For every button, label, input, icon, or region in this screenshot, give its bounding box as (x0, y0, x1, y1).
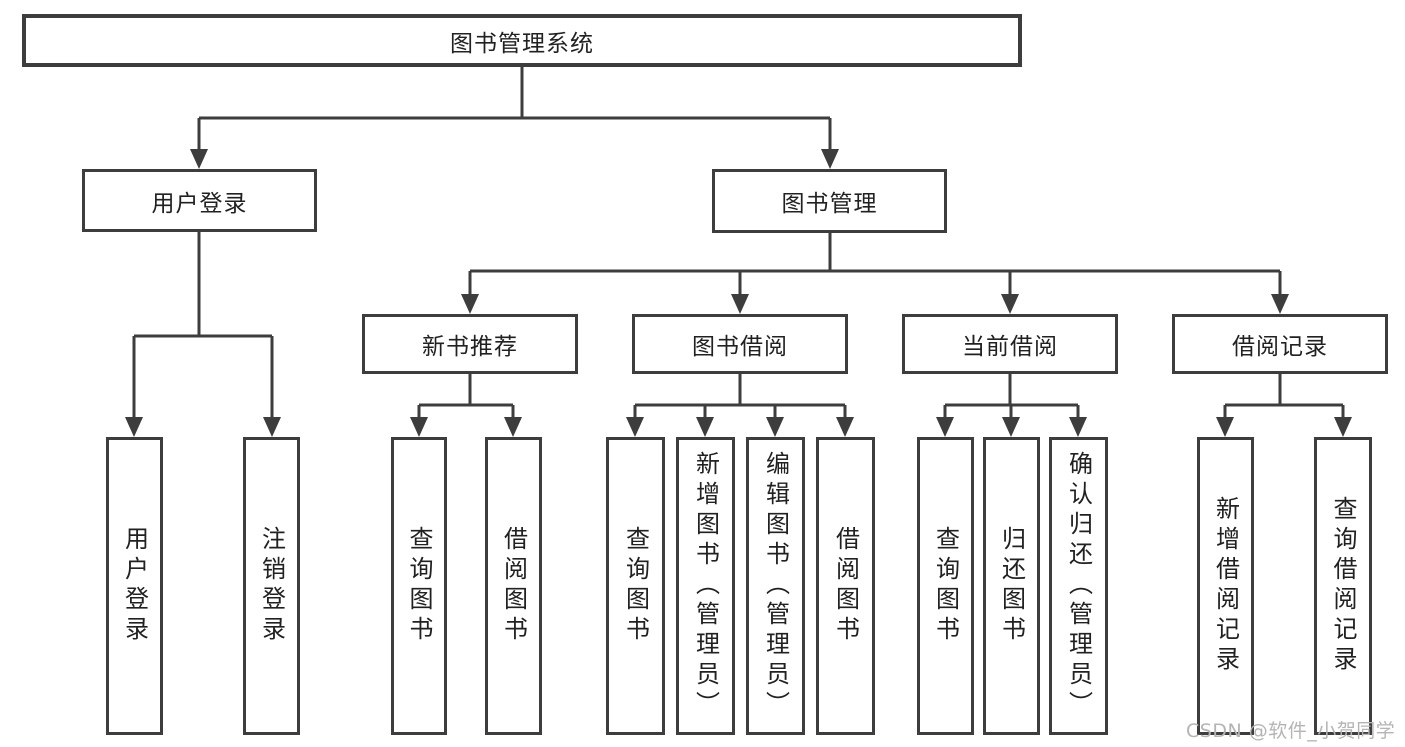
leaf-query-book-current-label: 查询图书 (931, 526, 960, 646)
node-new-book-recommend: 新书推荐 (362, 314, 578, 374)
node-library-management-system: 图书管理系统 (22, 14, 1022, 67)
leaf-borrow-book: 借阅图书 (816, 437, 875, 735)
leaf-query-borrow-record: 查询借阅记录 (1314, 437, 1372, 735)
leaf-add-borrow-record-label: 新增借阅记录 (1211, 496, 1240, 676)
leaf-confirm-return-admin-label: 确认归还（管理员） (1064, 451, 1093, 721)
leaf-query-book-newrec: 查询图书 (391, 437, 447, 735)
leaf-query-book-current: 查询图书 (917, 437, 974, 735)
leaf-confirm-return-admin: 确认归还（管理员） (1049, 437, 1108, 735)
node-book-management: 图书管理 (712, 169, 947, 233)
leaf-add-borrow-record: 新增借阅记录 (1197, 437, 1254, 735)
leaf-edit-book-admin-label: 编辑图书（管理员） (761, 451, 790, 721)
node-user-login: 用户登录 (82, 169, 317, 232)
leaf-return-book: 归还图书 (983, 437, 1040, 735)
leaf-borrow-book-newrec-label: 借阅图书 (499, 526, 528, 646)
leaf-edit-book-admin: 编辑图书（管理员） (746, 437, 805, 735)
leaf-borrow-book-label: 借阅图书 (831, 526, 860, 646)
leaf-add-book-admin-label: 新增图书（管理员） (691, 451, 720, 721)
leaf-add-book-admin: 新增图书（管理员） (676, 437, 735, 735)
leaf-query-book-borrow: 查询图书 (606, 437, 665, 735)
leaf-user-login-label: 用户登录 (120, 526, 149, 646)
node-borrow-records: 借阅记录 (1172, 314, 1388, 374)
leaf-logout-label: 注销登录 (257, 526, 286, 646)
leaf-borrow-book-newrec: 借阅图书 (485, 437, 542, 735)
csdn-watermark: CSDN @软件_小贺同学 (1186, 720, 1396, 742)
node-book-borrow: 图书借阅 (632, 314, 848, 374)
node-current-borrow: 当前借阅 (902, 314, 1118, 374)
leaf-return-book-label: 归还图书 (997, 526, 1026, 646)
leaf-query-borrow-record-label: 查询借阅记录 (1329, 496, 1357, 676)
leaf-query-book-newrec-label: 查询图书 (405, 526, 433, 646)
leaf-query-book-borrow-label: 查询图书 (621, 526, 650, 646)
leaf-user-login: 用户登录 (106, 437, 163, 735)
leaf-logout: 注销登录 (243, 437, 300, 735)
